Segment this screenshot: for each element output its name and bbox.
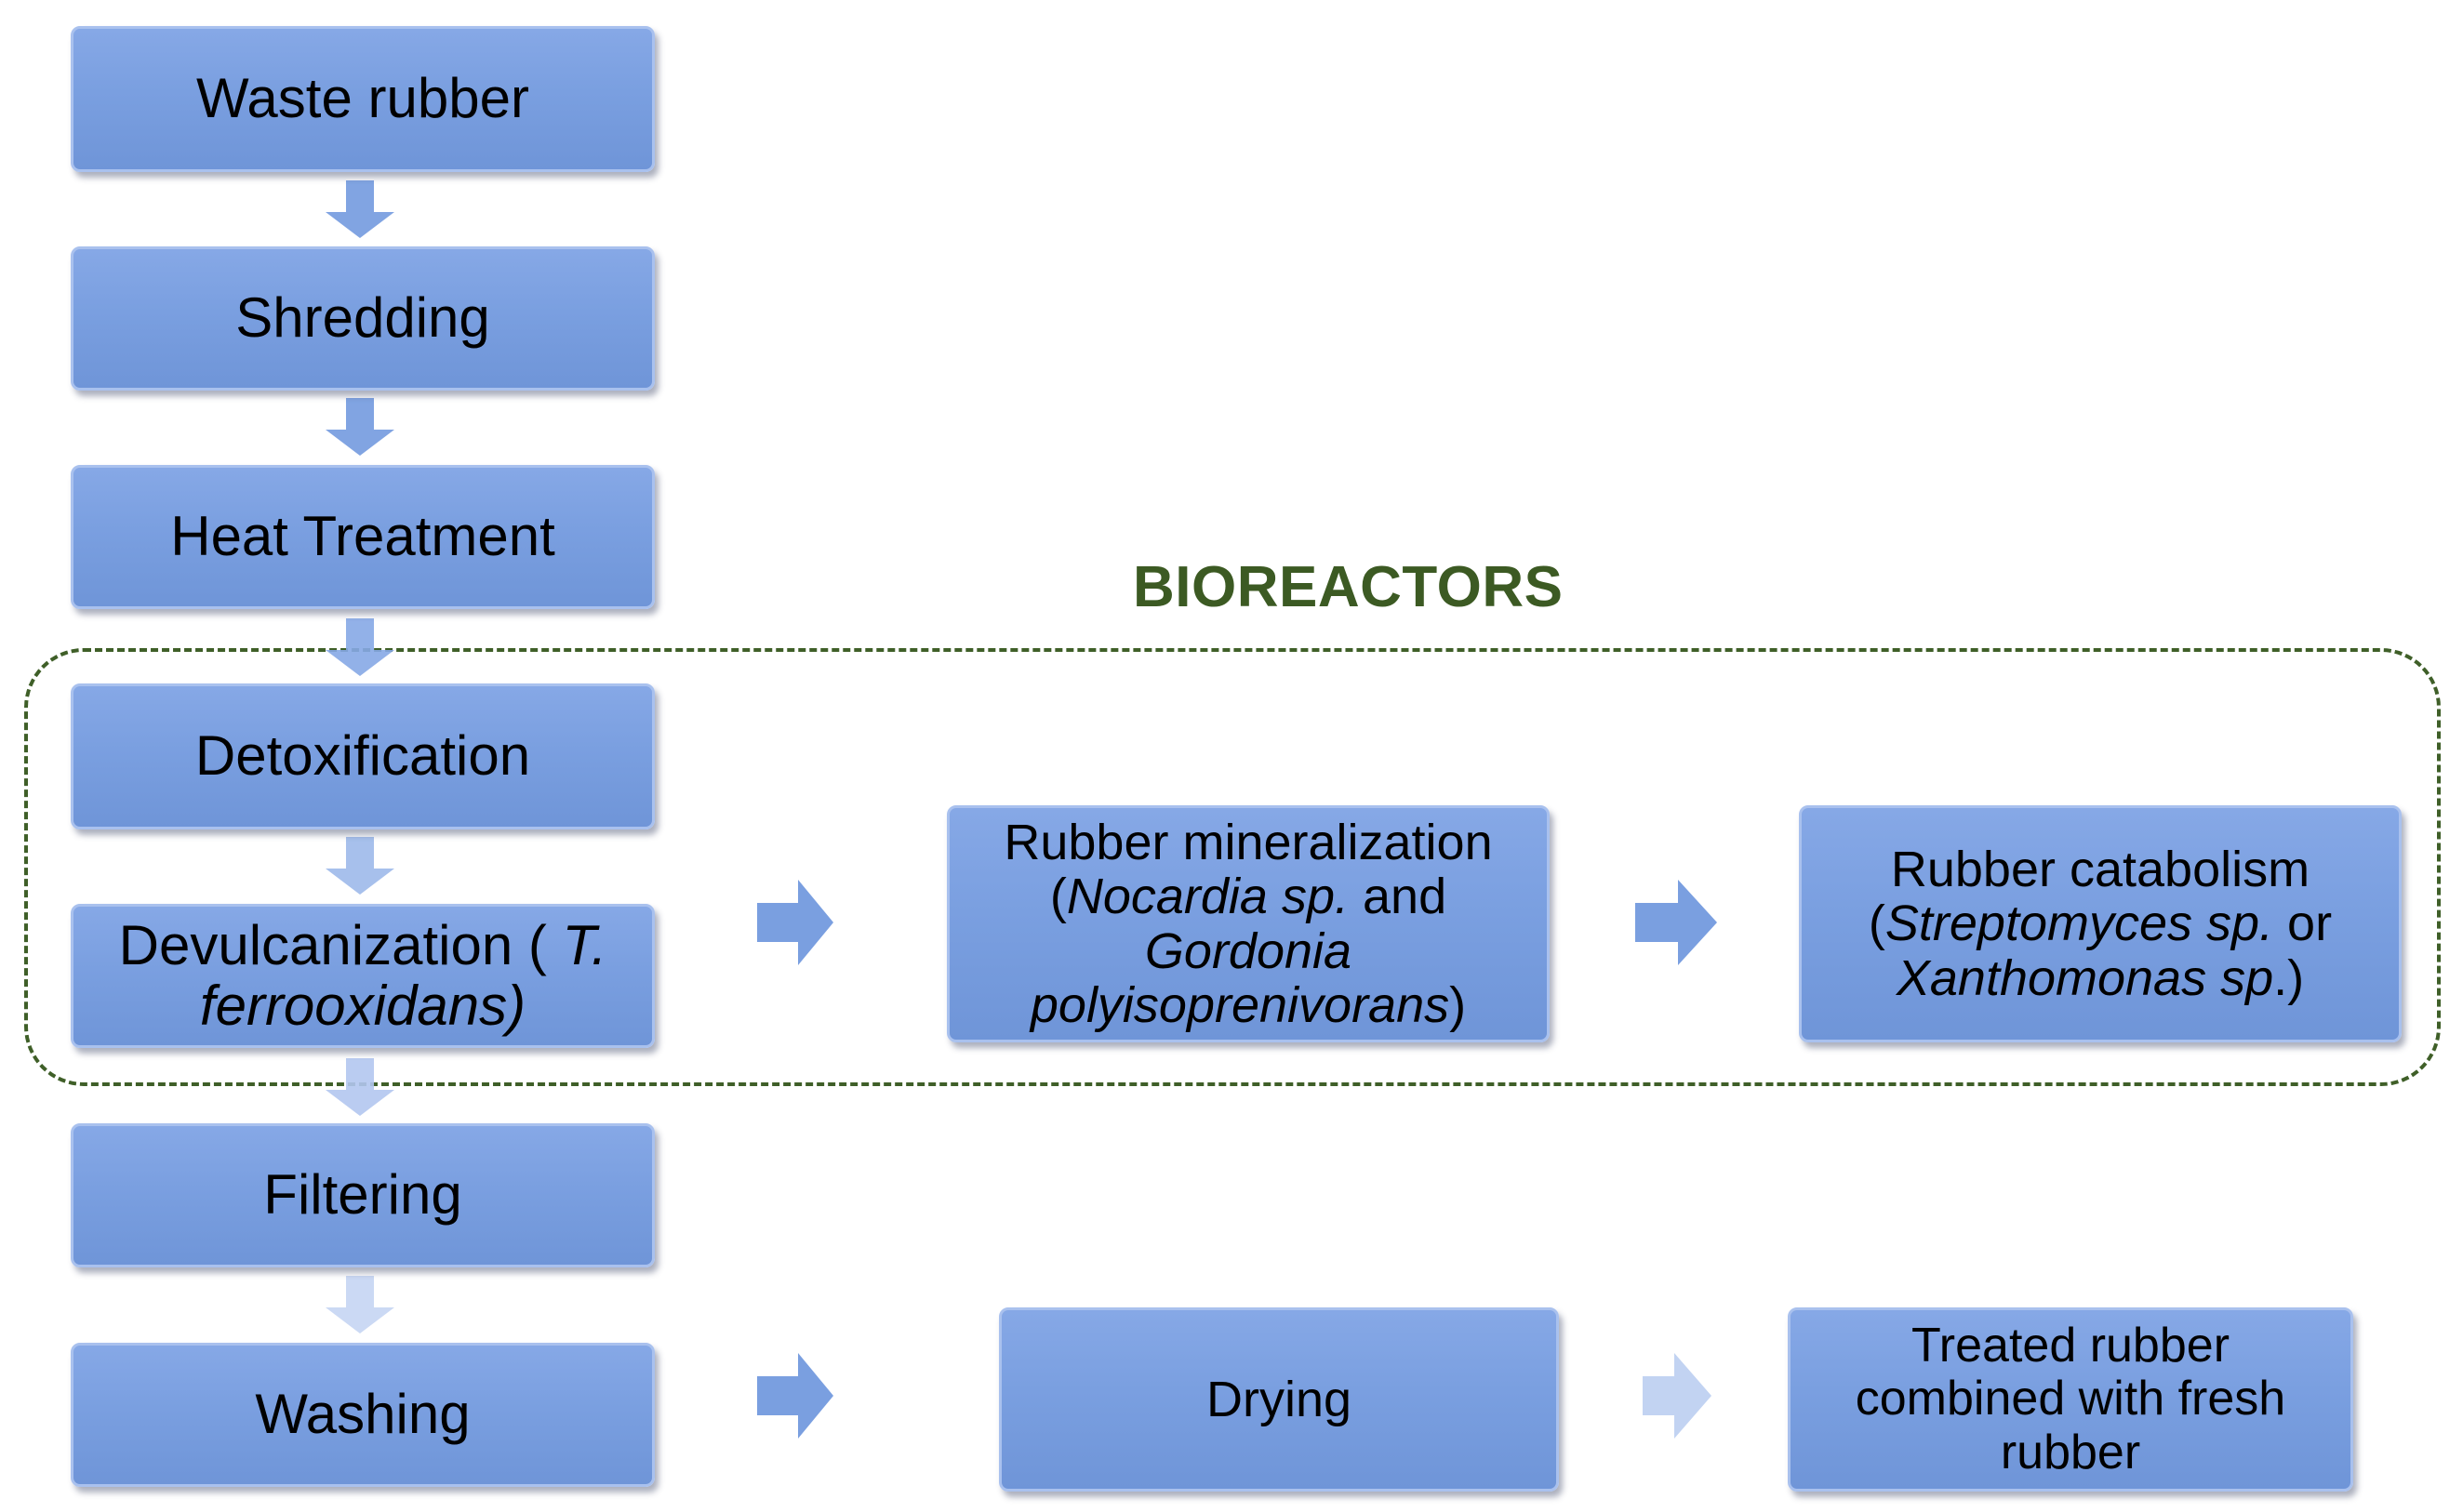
bioreactors-region bbox=[24, 648, 2441, 1086]
arrow-right-wash-drying bbox=[757, 1353, 833, 1439]
step-waste-rubber: Waste rubber bbox=[71, 26, 655, 172]
arrow-down-waste-shredding bbox=[326, 180, 394, 238]
arrow-down-filter-wash bbox=[326, 1276, 394, 1333]
step-washing: Washing bbox=[71, 1343, 655, 1487]
step-drying: Drying bbox=[999, 1307, 1559, 1492]
step-filtering: Filtering bbox=[71, 1123, 655, 1267]
arrow-down-detox-devulc bbox=[326, 837, 394, 895]
arrow-down-shredding-heat bbox=[326, 398, 394, 456]
step-devulcanization: Devulcanization ( T. ferrooxidans) bbox=[71, 904, 655, 1048]
bioreactors-title: BIOREACTORS bbox=[1133, 555, 1564, 619]
step-heat-treatment: Heat Treatment bbox=[71, 465, 655, 609]
arrow-right-drying-treated bbox=[1643, 1353, 1711, 1439]
arrow-right-mineral-catab bbox=[1635, 880, 1717, 965]
step-treated-rubber: Treated rubber combined with fresh rubbe… bbox=[1788, 1307, 2353, 1492]
arrow-down-devulc-filter bbox=[326, 1058, 394, 1116]
arrow-right-devulc-mineral bbox=[757, 880, 833, 965]
step-shredding: Shredding bbox=[71, 246, 655, 391]
step-rubber-catabolism: Rubber catabolism (Streptomyces sp. or X… bbox=[1799, 805, 2402, 1042]
step-rubber-mineralization: Rubber mineralization (Nocardia sp. and … bbox=[947, 805, 1550, 1042]
arrow-down-heat-detox bbox=[326, 618, 394, 676]
step-detoxification: Detoxification bbox=[71, 683, 655, 829]
